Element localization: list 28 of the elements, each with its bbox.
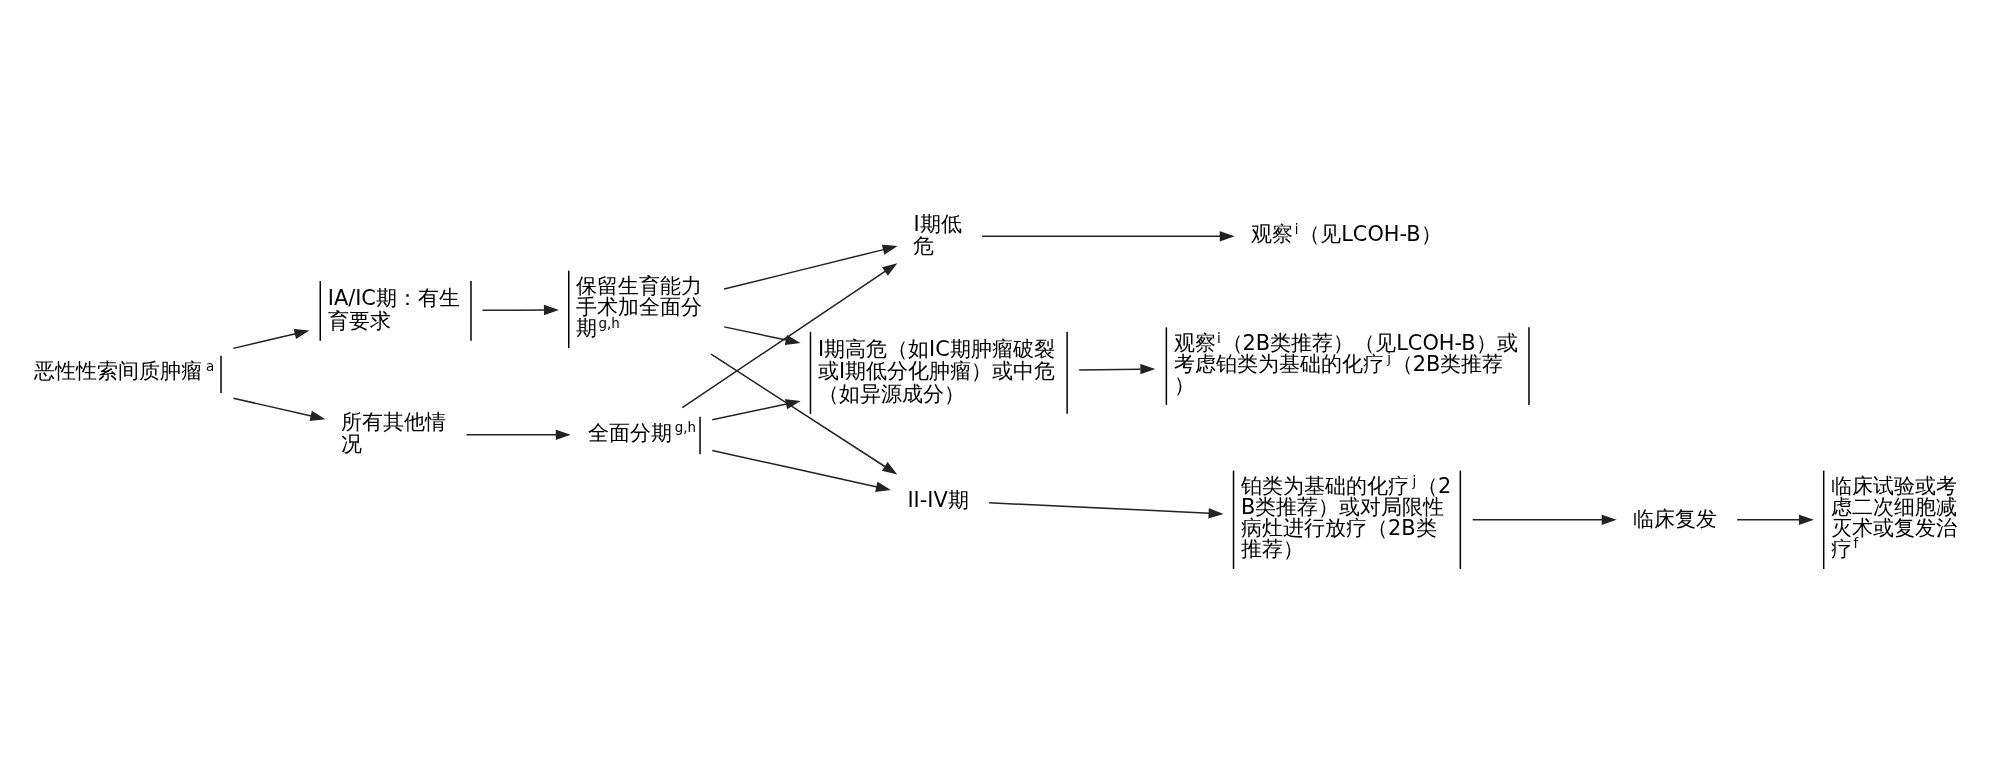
arrow [681,263,898,409]
node-text: 观察$^{i}$（2B类推荐）（见LCOH-B）或考虑铂类为基础的化疗$^{j}$（2B类推荐） [1173,330,1518,397]
node-text: I期高危（如IC期肿瘤破裂或I期低分化肿瘤）或中危（如异源成分） [817,336,1056,406]
node-text: I期低危 [913,211,962,258]
arrow [723,326,801,346]
node-text: 所有其他情况 [341,410,447,457]
node-text: 恶性性索间质肿瘤$^{a}$ [34,358,215,384]
node-text: II-IV期 [907,487,969,512]
arrow [711,399,801,421]
arrow [232,328,310,350]
arrow [1078,363,1156,375]
arrow [465,429,571,440]
node-text: 临床复发 [1632,507,1717,532]
arrow [988,502,1224,519]
node-text: 全面分期$^{g,h}$ [588,420,696,445]
node-text: IA/IC期：有生育要求 [327,286,460,333]
node-text: 临床试验或考虑二次细胞减灭术或复发治疗$^{f}$ [1831,474,1958,561]
node-text: 保留生育能力手术加全面分期$^{g,h}$ [576,274,703,341]
arrow [1471,514,1617,526]
node-text: 观察$^{i}$（见LCOH-B） [1251,221,1442,247]
arrow [481,304,559,316]
node-text: 铂类为基础的化疗$^{j}$（2B类推荐）或对局限性病灶进行放疗（2B类推荐） [1240,473,1452,561]
arrow [981,231,1235,242]
arrow [1736,514,1814,526]
arrow [232,397,326,421]
arrow [723,244,898,290]
arrow [711,449,891,492]
arrow [710,353,898,475]
